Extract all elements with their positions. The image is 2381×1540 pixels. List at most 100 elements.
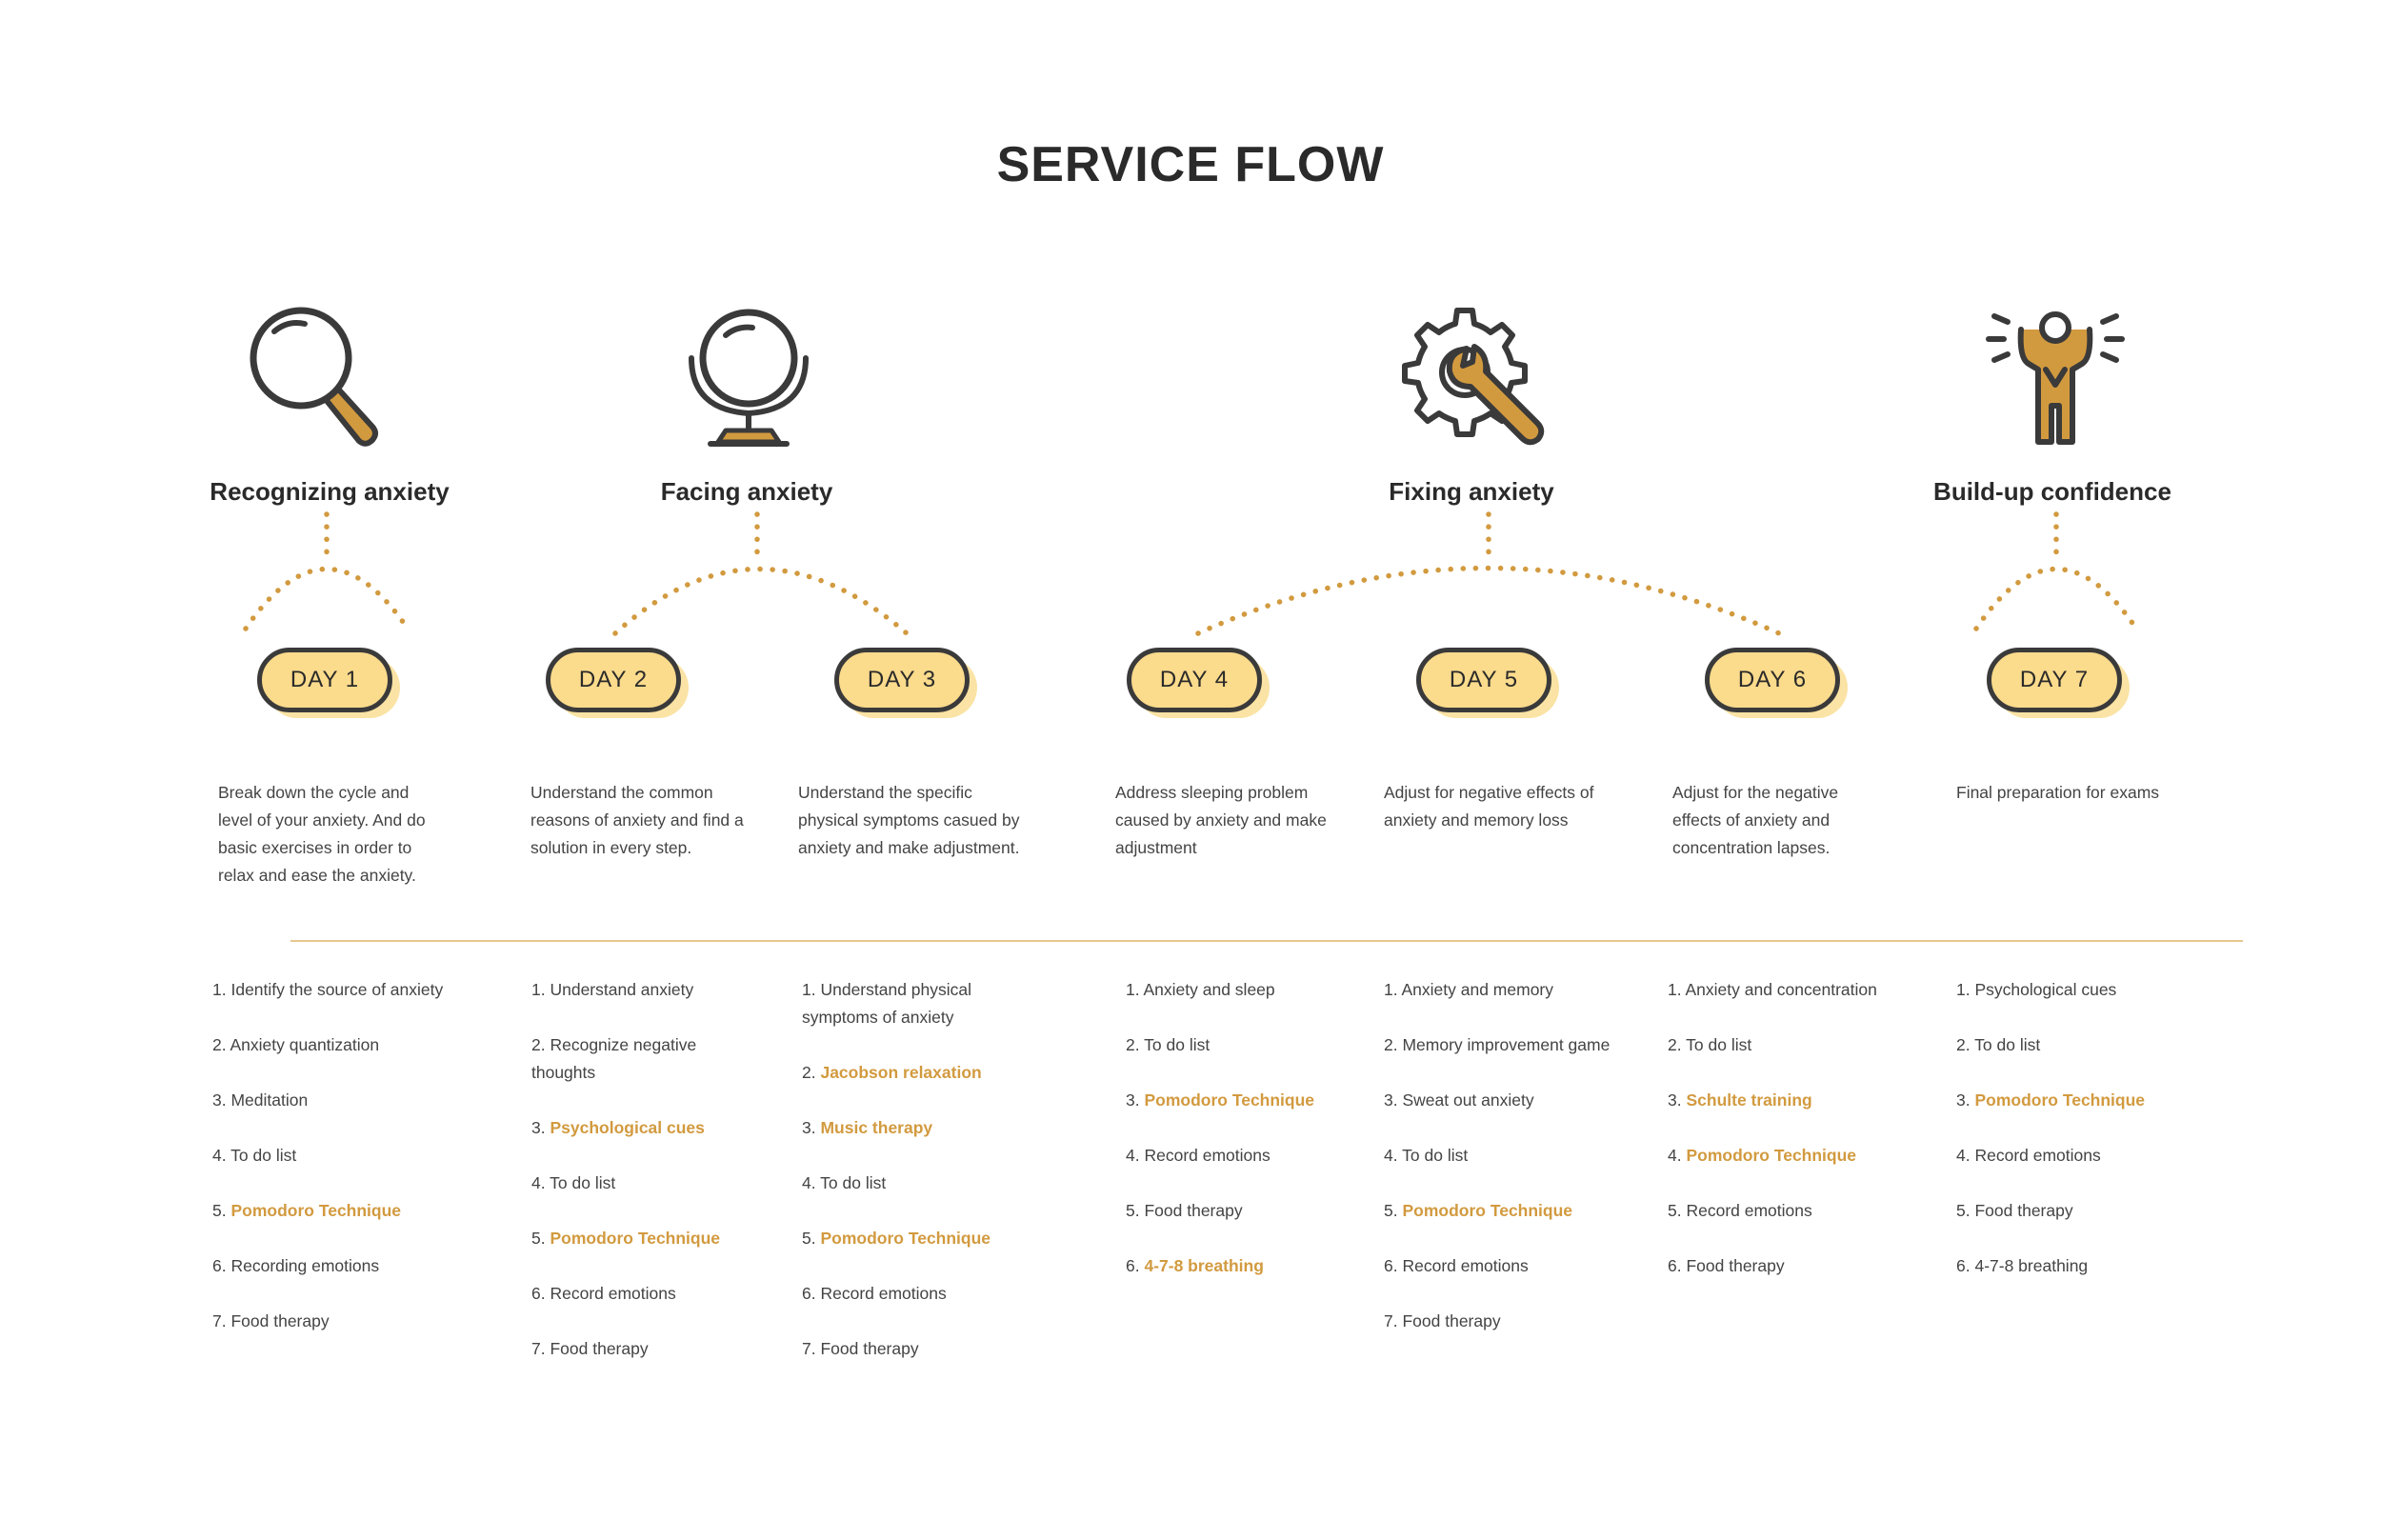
activity-label: Record emotions <box>820 1284 947 1303</box>
activity-number: 6. <box>802 1284 821 1303</box>
day-pill-3[interactable]: DAY 3 <box>834 648 977 718</box>
activity-number: 7. <box>802 1339 821 1358</box>
activity-item: 1. Anxiety and concentration <box>1668 976 1915 1004</box>
activity-label-highlight: Schulte training <box>1686 1090 1812 1110</box>
activity-item: 1. Anxiety and sleep <box>1126 976 1373 1004</box>
activity-label: Record emotions <box>1686 1201 1812 1220</box>
connector-arc-day2-day3 <box>612 566 910 636</box>
page-title: SERVICE FLOW <box>996 137 1385 192</box>
day-pill-7[interactable]: DAY 7 <box>1987 648 2130 718</box>
activity-number: 5. <box>1384 1201 1403 1220</box>
activity-item: 1. Identify the source of anxiety <box>212 976 460 1004</box>
activity-number: 4. <box>802 1173 821 1192</box>
day-pill-1[interactable]: DAY 1 <box>257 648 400 718</box>
activity-number: 2. <box>1126 1035 1145 1054</box>
activity-number: 5. <box>212 1201 231 1220</box>
connector-arc-day4-day6 <box>1195 565 1782 636</box>
gear-wrench-icon <box>1402 308 1545 446</box>
activity-item: 4. Pomodoro Technique <box>1668 1142 1915 1170</box>
activity-number: 4. <box>531 1173 550 1192</box>
activity-label: Recognize negative thoughts <box>531 1035 697 1082</box>
activity-label: Food therapy <box>1974 1201 2073 1220</box>
phase-title-recognizing: Recognizing anxiety <box>210 477 450 506</box>
activity-item: 6. Record emotions <box>1384 1252 1612 1280</box>
activity-label-highlight: Pomodoro Technique <box>1974 1090 2146 1110</box>
activity-item: 2. Anxiety quantization <box>212 1031 460 1059</box>
day-pill-label: DAY 2 <box>546 648 681 712</box>
magnifier-icon <box>250 307 378 447</box>
day-3-description: Understand the specific physical symptom… <box>798 783 1020 857</box>
day-6-description: Adjust for the negative effects of anxie… <box>1672 783 1839 857</box>
day-2-activity-list: 1. Understand anxiety 2. Recognize negati… <box>531 976 750 1390</box>
day-3-activity-list: 1. Understand physical symptoms of anxie… <box>802 976 1021 1390</box>
day-1-description: Break down the cycle and level of your a… <box>218 783 426 885</box>
activity-label-highlight: Pomodoro Technique <box>1686 1146 1857 1165</box>
activity-item: 5. Food therapy <box>1956 1197 2204 1225</box>
activity-item: 6. Food therapy <box>1668 1252 1915 1280</box>
activity-label: Recording emotions <box>230 1256 380 1275</box>
activity-item: 4. Record emotions <box>1126 1142 1373 1170</box>
activity-label: Anxiety and sleep <box>1143 980 1275 999</box>
connector-arc-day7 <box>1973 566 2139 631</box>
activity-label: To do list <box>1686 1035 1752 1054</box>
activity-label-highlight: Pomodoro Technique <box>1402 1201 1573 1220</box>
activity-number: 1. <box>1126 980 1144 999</box>
activity-number: 3. <box>1668 1090 1687 1110</box>
activity-item: 7. Food therapy <box>531 1335 750 1363</box>
activity-label: Understand physical symptoms of anxiety <box>802 980 972 1027</box>
activity-label: To do list <box>1402 1146 1469 1165</box>
activity-label-highlight: Pomodoro Technique <box>1144 1090 1315 1110</box>
activity-number: 1. <box>1384 980 1402 999</box>
activity-number: 1. <box>531 980 550 999</box>
activity-item: 4. Record emotions <box>1956 1142 2204 1170</box>
activity-number: 6. <box>1126 1256 1145 1275</box>
activity-item: 7. Food therapy <box>212 1308 460 1335</box>
activity-number: 4. <box>1384 1146 1403 1165</box>
activity-label: Anxiety and memory <box>1401 980 1554 999</box>
activity-label: Sweat out anxiety <box>1402 1090 1534 1110</box>
activity-label: 4-7-8 breathing <box>1974 1256 2089 1275</box>
activity-label: Anxiety quantization <box>230 1035 380 1054</box>
activity-label: Food therapy <box>230 1311 330 1330</box>
activity-item: 5. Pomodoro Technique <box>802 1225 1021 1252</box>
activity-label: Food therapy <box>820 1339 919 1358</box>
activity-item: 2. Jacobson relaxation <box>802 1059 1021 1087</box>
activity-number: 1. <box>212 980 231 999</box>
activity-label-highlight: Music therapy <box>820 1118 933 1137</box>
activity-number: 2. <box>1668 1035 1687 1054</box>
activity-number: 7. <box>531 1339 550 1358</box>
activity-number: 2. <box>1956 1035 1975 1054</box>
activity-item: 3. Pomodoro Technique <box>1126 1087 1373 1114</box>
activity-label: To do list <box>230 1146 297 1165</box>
activity-label: Record emotions <box>550 1284 676 1303</box>
activity-item: 1. Understand anxiety <box>531 976 750 1004</box>
activity-item: 6. Record emotions <box>531 1280 750 1308</box>
activity-label: Meditation <box>230 1090 309 1110</box>
activity-item: 4. To do list <box>802 1170 1021 1197</box>
activity-number: 5. <box>1956 1201 1975 1220</box>
day-pill-4[interactable]: DAY 4 <box>1127 648 1270 718</box>
activity-item: 2. Recognize negative thoughts <box>531 1031 750 1087</box>
activity-item: 5. Pomodoro Technique <box>531 1225 750 1252</box>
day-2-description: Understand the common reasons of anxiety… <box>530 783 744 857</box>
activity-item: 5. Pomodoro Technique <box>1384 1197 1612 1225</box>
activity-label-highlight: 4-7-8 breathing <box>1144 1256 1264 1275</box>
activity-item: 4. To do list <box>531 1170 750 1197</box>
activity-number: 5. <box>802 1229 821 1248</box>
activity-item: 6. Record emotions <box>802 1280 1021 1308</box>
activity-item: 1. Anxiety and memory <box>1384 976 1612 1004</box>
activity-item: 2. To do list <box>1668 1031 1915 1059</box>
activity-item: 6. 4-7-8 breathing <box>1126 1252 1373 1280</box>
day-pill-2[interactable]: DAY 2 <box>546 648 689 718</box>
day-pill-6[interactable]: DAY 6 <box>1705 648 1848 718</box>
day-6-activity-list: 1. Anxiety and concentration 2. To do lis… <box>1668 976 1915 1308</box>
activity-number: 6. <box>1956 1256 1975 1275</box>
activity-label: Psychological cues <box>1974 980 2117 999</box>
activity-number: 5. <box>1126 1201 1145 1220</box>
day-pill-label: DAY 3 <box>834 648 970 712</box>
day-pill-5[interactable]: DAY 5 <box>1416 648 1559 718</box>
activity-label: To do list <box>820 1173 887 1192</box>
